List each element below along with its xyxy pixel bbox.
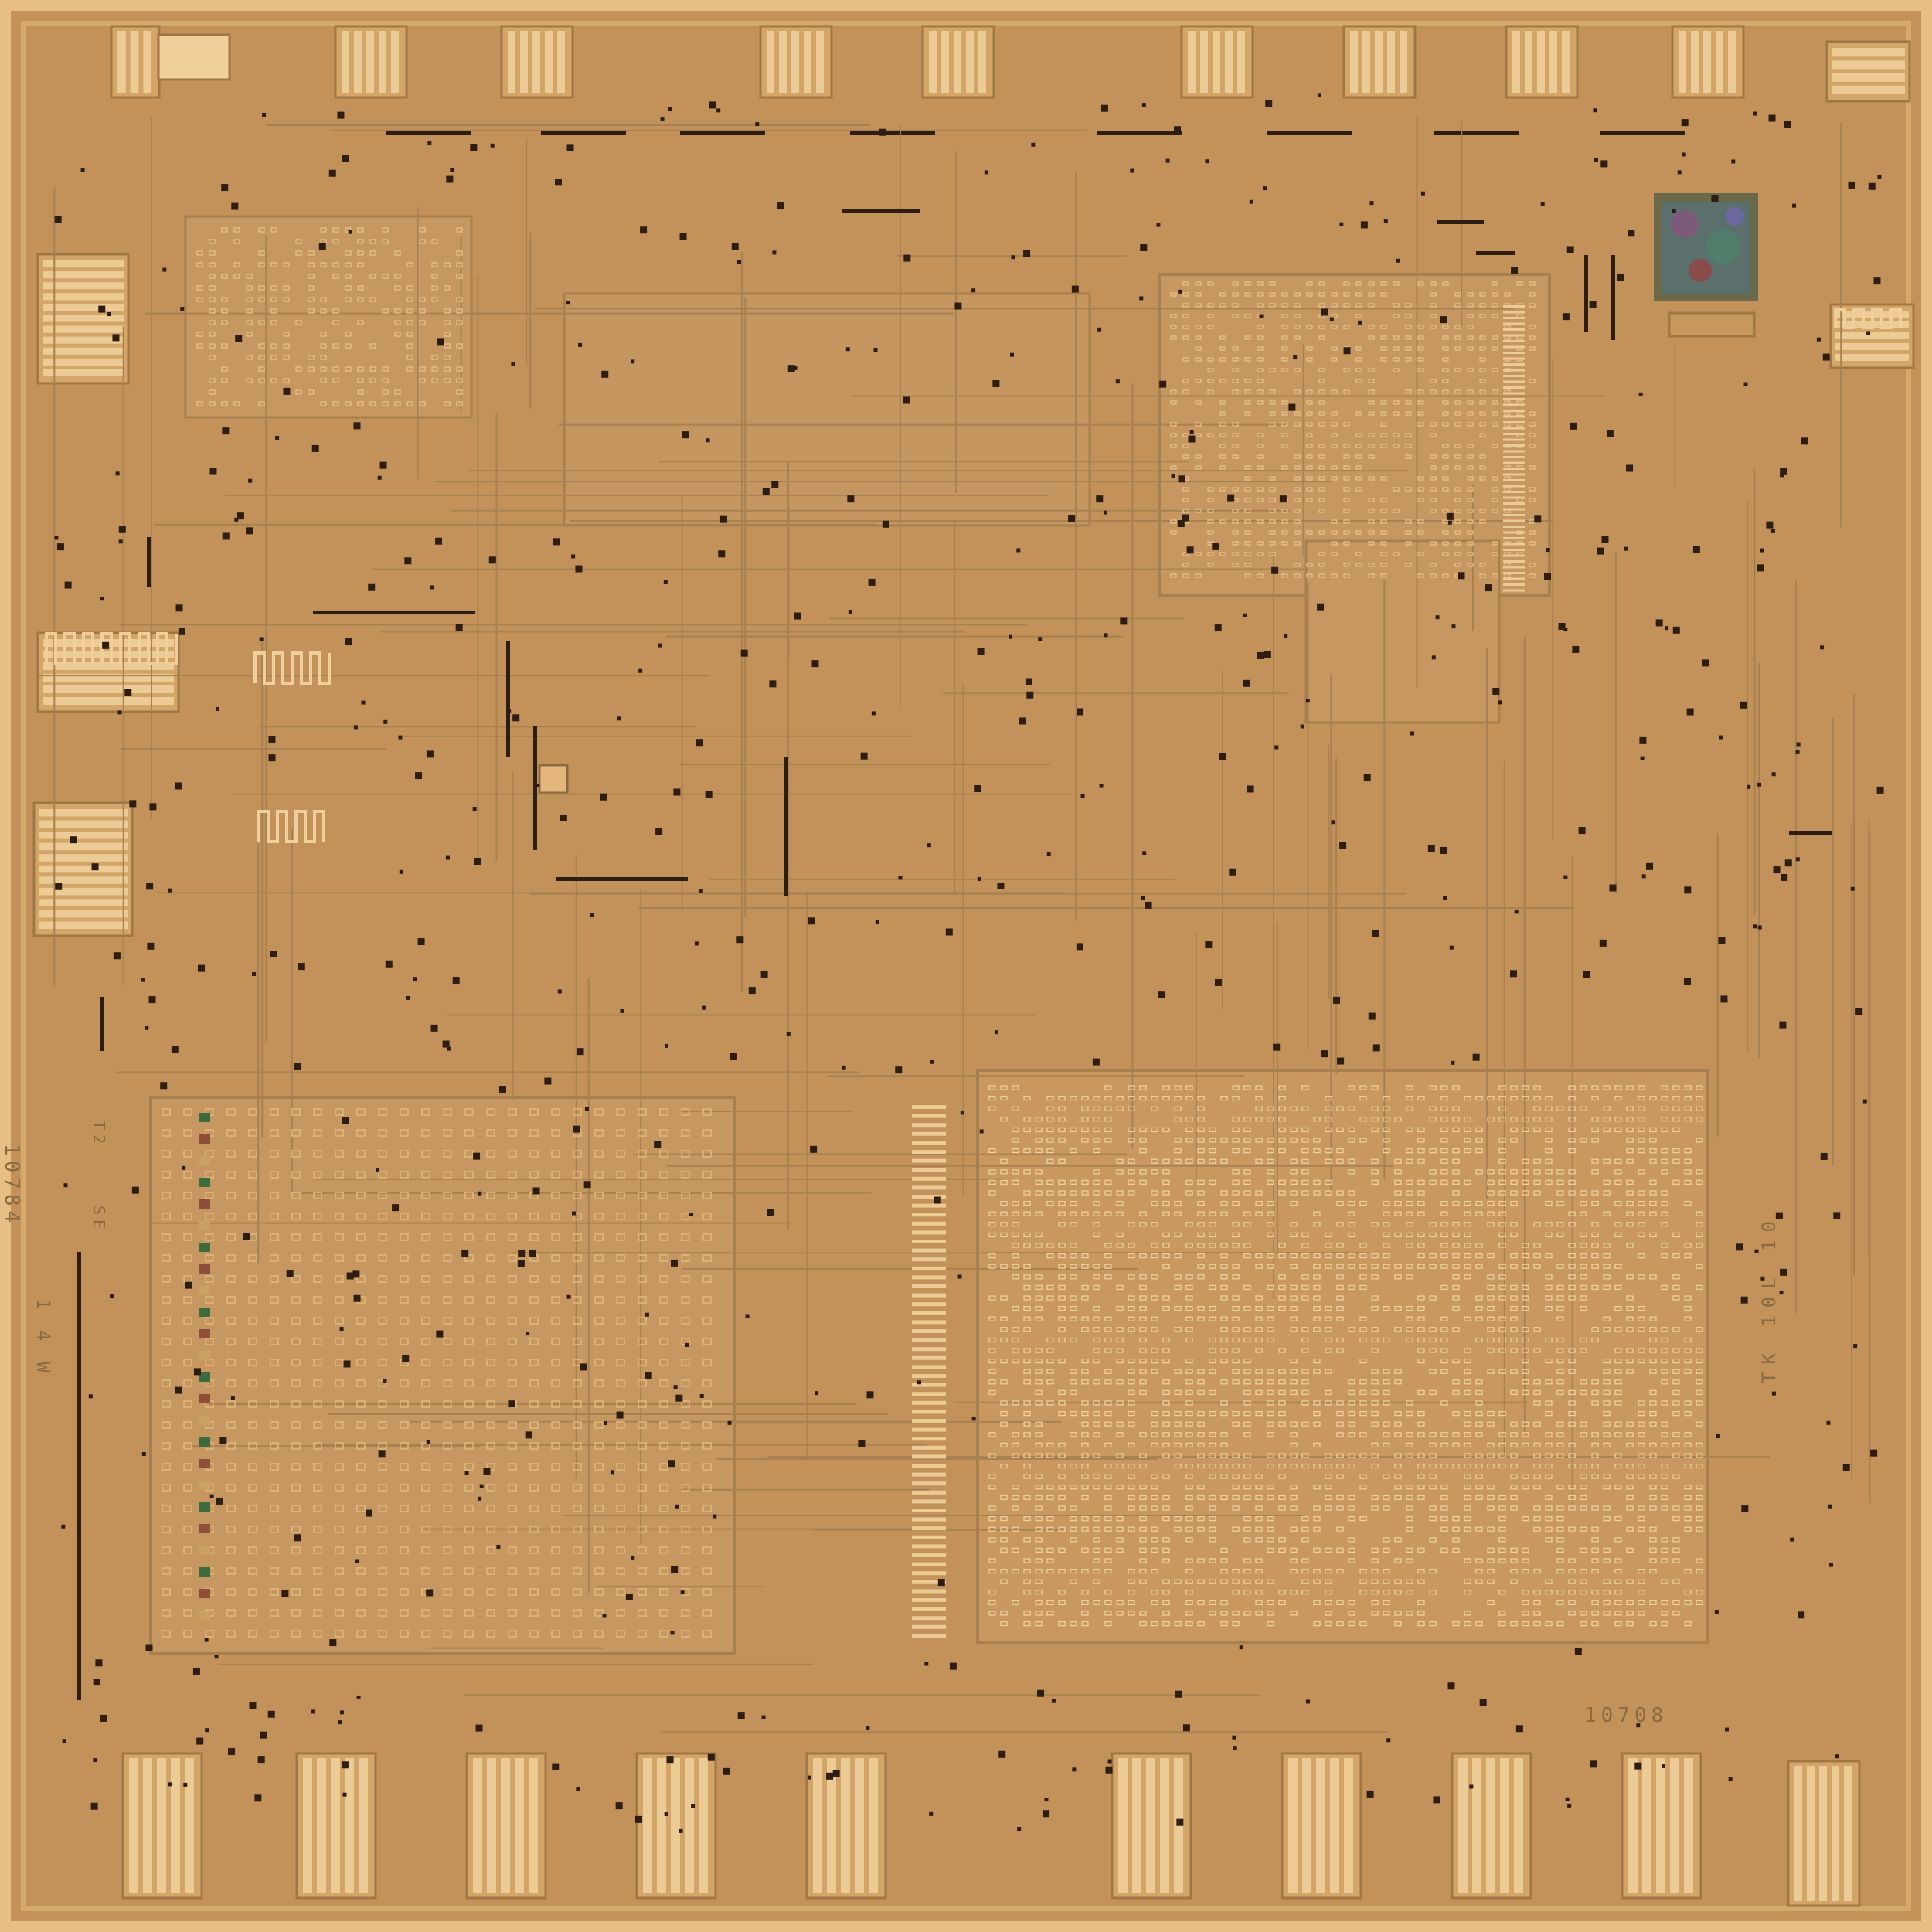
label-t2: T2 [90, 1121, 108, 1149]
trace-bar [1437, 220, 1484, 224]
trace-bar [1600, 131, 1685, 135]
left-memory-array [149, 1096, 736, 1655]
decoder-block [1304, 539, 1501, 724]
main-memory-array [976, 1069, 1709, 1644]
seal-ring [21, 21, 1911, 1911]
trace-bar [100, 997, 104, 1051]
meander-resistor [45, 632, 178, 665]
vias [54, 93, 1884, 1833]
trace-bar [850, 131, 935, 135]
trace-bar [386, 131, 471, 135]
trace-bar [784, 757, 788, 896]
trace-bar [556, 877, 688, 881]
label-se: SE [90, 1206, 108, 1234]
trace-bar [541, 131, 626, 135]
trace-bar [1789, 831, 1832, 835]
bond-pad [157, 33, 231, 81]
trace-bar [1476, 251, 1515, 255]
trace-bar [1267, 131, 1352, 135]
trace-bar [506, 641, 510, 757]
trace-bar [1434, 131, 1519, 135]
right-code-marking: TK 10L 10 [1758, 1213, 1780, 1383]
sensor-texture [1671, 207, 1744, 282]
meander-resistor [257, 810, 325, 843]
trace-bar [147, 537, 151, 587]
trace-bar [842, 209, 920, 213]
control-block [184, 215, 473, 419]
trace-bar [1611, 255, 1615, 340]
logic-block [563, 292, 1091, 527]
trace-bar [1097, 131, 1182, 135]
trace-bar [313, 611, 475, 614]
meander-resistor [253, 651, 331, 685]
trace-bar [77, 1252, 81, 1700]
die-id-marking: 10784 [0, 1144, 23, 1228]
trace-bar [680, 131, 765, 135]
bottom-code-marking: 10708 [1584, 1704, 1668, 1727]
vertical-code-marking: 1 4 W [32, 1298, 54, 1378]
bond-pads [32, 25, 1915, 1907]
meander-resistor [1834, 308, 1902, 329]
trace-bar [1584, 255, 1588, 332]
center-test-pad [538, 764, 569, 794]
memory-cells [162, 227, 1703, 1638]
trace-bar [533, 726, 537, 850]
